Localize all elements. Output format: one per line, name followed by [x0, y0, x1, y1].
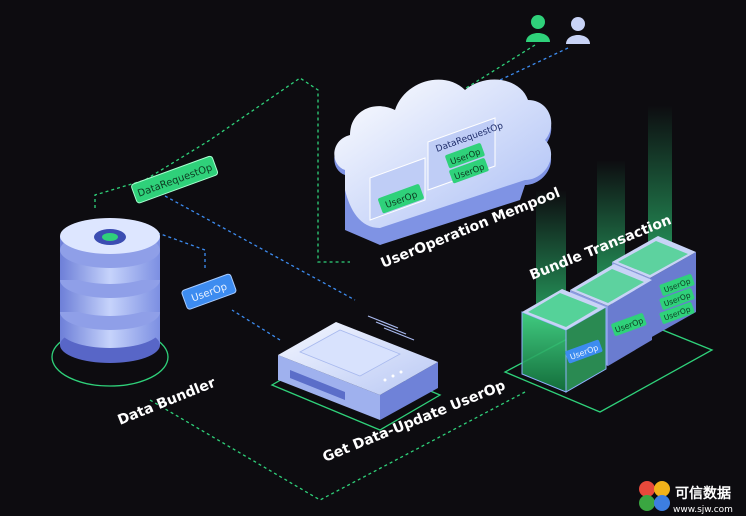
line-request-to-mempool [94, 77, 350, 263]
line-userop-to-db [121, 219, 206, 268]
watermark-cn: 可信数据 [675, 485, 731, 502]
line-user2-to-cloud [499, 47, 569, 81]
database-icon [51, 218, 169, 387]
watermark-url: www.sjw.com [673, 505, 733, 515]
light-beams [536, 105, 672, 310]
watermark: 可信数据 www.sjw.com [639, 481, 733, 515]
tag-userop-left: UserOp [181, 273, 237, 310]
line-server-to-userop [231, 309, 281, 341]
cloud-icon [334, 79, 552, 245]
line-user1-to-cloud [454, 44, 536, 96]
tag-datarequest-left: DataRequestOp [131, 155, 219, 204]
line-request-to-server [164, 195, 356, 301]
user-icon-blue [566, 17, 590, 44]
server-icon [270, 315, 442, 431]
block-icon [521, 289, 607, 393]
user-icon-green [526, 15, 550, 42]
label-data-bundler: Data Bundler [116, 375, 218, 429]
